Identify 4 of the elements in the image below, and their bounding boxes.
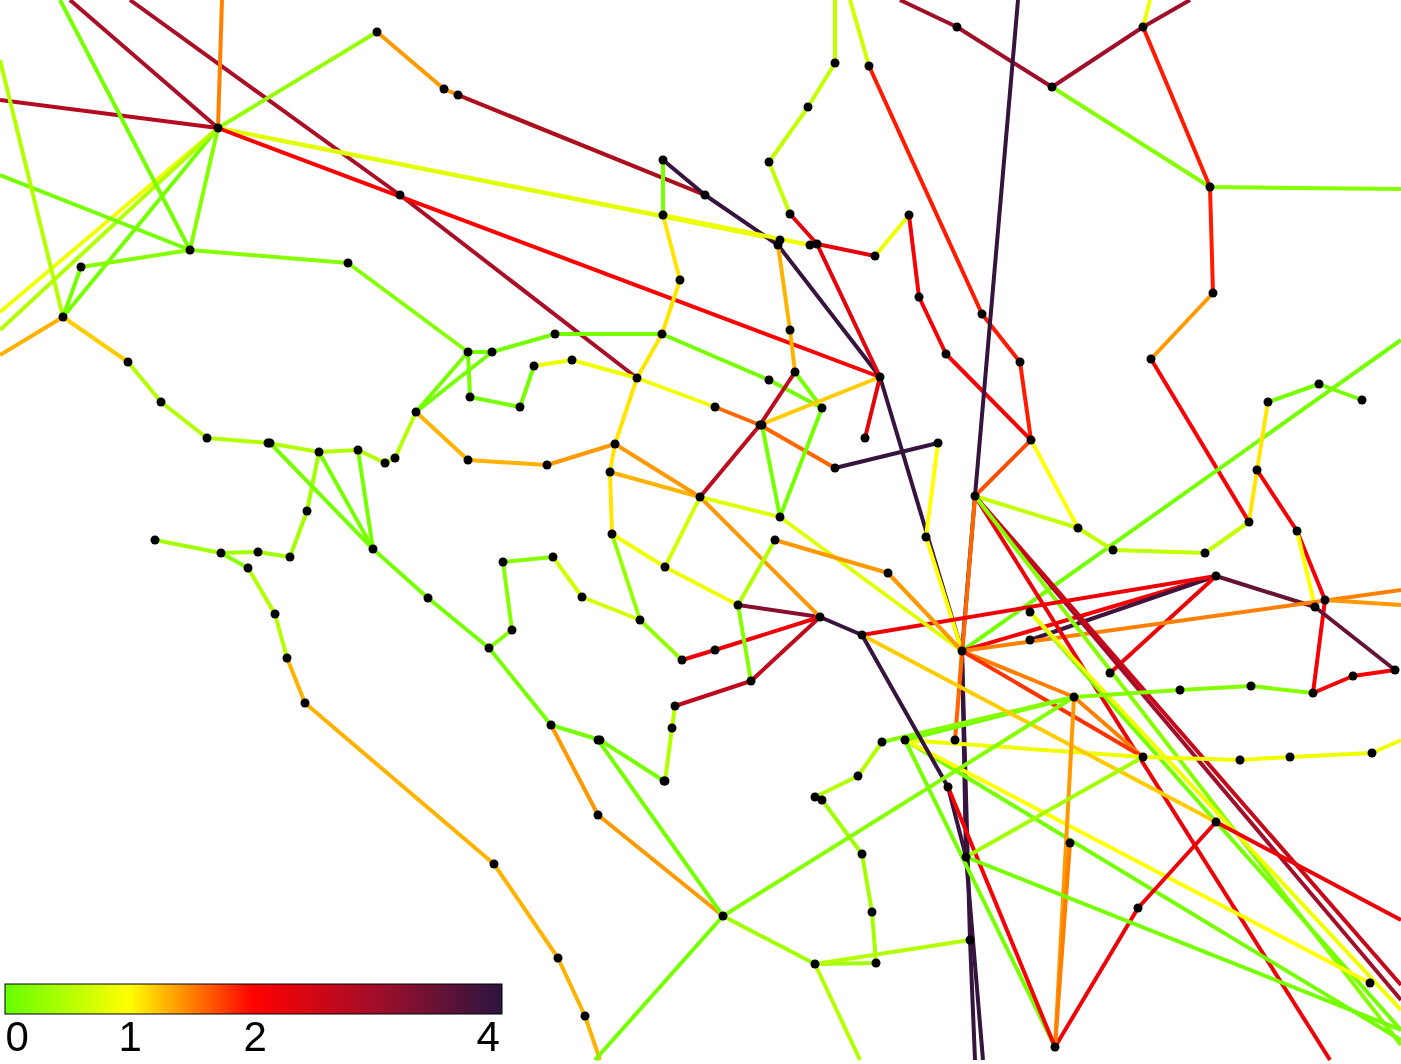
colorbar-tick-label: 2 [243, 1014, 267, 1060]
colorbar-tick-label: 4 [476, 1014, 500, 1060]
colorbar-tick-label: 0 [5, 1014, 29, 1060]
colorbar-tick-label: 1 [118, 1014, 142, 1060]
